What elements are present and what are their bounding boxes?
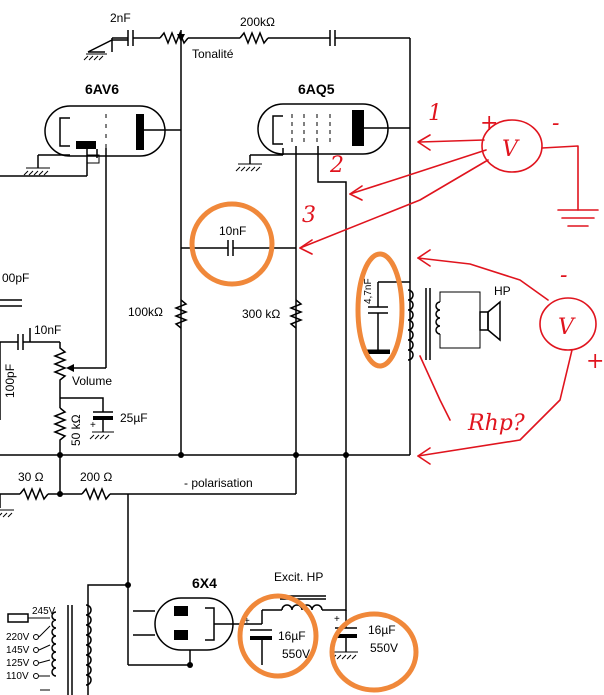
tone-network: 2nF 200kΩ Tonalité xyxy=(83,11,410,130)
red-annotations: V - + 1 2 3 V - + Rhp? xyxy=(299,101,604,465)
tap-245-label: 245V xyxy=(32,606,56,617)
ground-symbol xyxy=(83,55,104,61)
ground-bus xyxy=(0,452,410,458)
speaker-label: HP xyxy=(494,284,511,298)
pf-cap-label: 00pF xyxy=(2,271,29,285)
tone-resistor xyxy=(239,30,269,46)
annotation-3: 3 xyxy=(302,203,316,228)
orange-highlights xyxy=(189,201,419,693)
tap-220-label: 220V xyxy=(6,632,30,643)
highlight-filter2 xyxy=(329,611,419,693)
cathode-plus: + xyxy=(90,420,96,431)
voltmeter-1-label: V xyxy=(502,137,520,162)
filter1-plus: + xyxy=(244,616,250,627)
highlight-coupling-cap xyxy=(189,201,275,287)
vol-res-label: 50 kΩ xyxy=(69,414,83,446)
r30-label: 30 Ω xyxy=(18,470,44,484)
bias-label: - polarisation xyxy=(184,476,253,490)
tap-145-label: 145V xyxy=(6,645,30,656)
power-supply: 6X4 Excit. HP + 16µF 550V + 16µF 5 xyxy=(6,455,398,695)
tube-6aq5: 6AQ5 xyxy=(235,38,411,455)
annotation-rhp: Rhp? xyxy=(467,411,525,436)
meter2-minus: - xyxy=(560,263,567,288)
tone-label: Tonalité xyxy=(192,47,234,61)
tube-6aq5-label: 6AQ5 xyxy=(298,81,335,97)
annotation-1: 1 xyxy=(428,101,442,126)
grid-resistor: 300 kΩ xyxy=(242,299,304,329)
voltmeter-2 xyxy=(539,297,597,351)
meter2-plus: + xyxy=(586,349,604,374)
tube-6av6-label: 6AV6 xyxy=(85,81,119,97)
meter1-plus: + xyxy=(480,111,498,136)
volume-potentiometer xyxy=(52,342,68,408)
meter1-minus: - xyxy=(552,111,559,136)
filter1-label-b: 550V xyxy=(282,647,310,661)
voltmeter-1 xyxy=(481,119,543,173)
cathode-cap-label: 25µF xyxy=(120,411,148,425)
tap-125-label: 125V xyxy=(6,658,30,669)
tone-potentiometer xyxy=(159,30,189,46)
output-cap-label: 4,7nF xyxy=(363,278,374,304)
coupling-cap-label: 10nF xyxy=(219,224,246,238)
pf-cap2-label: 100pF xyxy=(3,364,17,398)
filter2-label-a: 16µF xyxy=(368,623,396,637)
filter2-label-b: 550V xyxy=(370,641,398,655)
coupling-capacitor: 10nF xyxy=(180,130,296,455)
filter1-label-a: 16µF xyxy=(278,629,306,643)
volume-label: Volume xyxy=(72,374,112,388)
excit-label: Excit. HP xyxy=(274,570,323,584)
grid-res-label: 300 kΩ xyxy=(242,307,280,321)
bias-network: 30 Ω 200 Ω - polarisation xyxy=(0,455,297,585)
tube-6av6: 6AV6 xyxy=(0,81,181,369)
vol-cap-label: 10nF xyxy=(34,323,61,337)
plate-res-label: 100kΩ xyxy=(128,305,163,319)
output-section: 4,7nF HP xyxy=(363,278,511,361)
left-section: 00pF 100pF 10nF Volume 50 kΩ + 25µF xyxy=(0,271,148,455)
filter2-plus: + xyxy=(334,614,340,625)
tone-cap-label: 2nF xyxy=(110,11,131,25)
tone-res-label: 200kΩ xyxy=(240,15,275,29)
voltmeter-2-label: V xyxy=(558,315,576,340)
highlight-output-cap xyxy=(355,251,405,369)
tap-110-label: 110V xyxy=(6,671,29,682)
plate-resistor: 100kΩ xyxy=(128,299,189,329)
annotation-2: 2 xyxy=(329,153,344,178)
tube-6x4-label: 6X4 xyxy=(192,575,217,591)
r200-label: 200 Ω xyxy=(80,470,112,484)
highlight-filter1 xyxy=(237,593,319,679)
